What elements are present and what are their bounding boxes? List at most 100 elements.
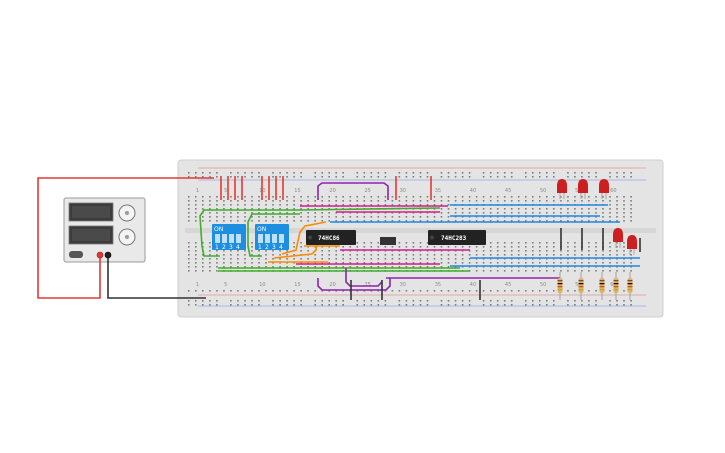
breadboard-hole[interactable] <box>412 172 415 174</box>
breadboard-hole[interactable] <box>482 262 485 264</box>
breadboard-hole[interactable] <box>454 172 457 174</box>
breadboard-hole[interactable] <box>588 172 590 174</box>
led-2[interactable] <box>578 179 588 199</box>
breadboard-hole[interactable] <box>405 216 408 218</box>
breadboard-hole[interactable] <box>209 212 211 214</box>
breadboard-hole[interactable] <box>609 200 611 202</box>
breadboard-hole[interactable] <box>412 242 415 244</box>
breadboard-hole[interactable] <box>595 242 597 244</box>
breadboard-hole[interactable] <box>188 262 190 264</box>
breadboard-hole[interactable] <box>279 196 281 198</box>
breadboard-hole[interactable] <box>349 246 352 248</box>
breadboard-hole[interactable] <box>489 270 492 272</box>
breadboard-hole[interactable] <box>307 216 309 218</box>
breadboard-hole[interactable] <box>237 208 239 210</box>
breadboard-hole[interactable] <box>202 208 204 210</box>
breadboard-hole[interactable] <box>335 304 337 306</box>
breadboard-hole[interactable] <box>398 246 401 248</box>
breadboard-hole[interactable] <box>286 258 288 260</box>
breadboard-hole[interactable] <box>314 290 316 292</box>
breadboard-hole[interactable] <box>525 246 527 248</box>
breadboard-hole[interactable] <box>468 300 471 302</box>
breadboard-hole[interactable] <box>230 304 232 306</box>
breadboard-hole[interactable] <box>412 204 415 206</box>
breadboard-hole[interactable] <box>574 172 576 174</box>
breadboard-hole[interactable] <box>258 204 260 206</box>
breadboard-hole[interactable] <box>188 172 190 174</box>
breadboard-hole[interactable] <box>314 204 316 206</box>
breadboard-hole[interactable] <box>251 204 253 206</box>
breadboard-hole[interactable] <box>398 242 401 244</box>
breadboard-hole[interactable] <box>426 242 429 244</box>
breadboard-hole[interactable] <box>244 266 246 268</box>
breadboard-hole[interactable] <box>426 304 429 306</box>
breadboard-hole[interactable] <box>517 220 520 222</box>
breadboard-hole[interactable] <box>560 250 562 252</box>
breadboard-hole[interactable] <box>560 212 562 214</box>
breadboard-hole[interactable] <box>475 262 478 264</box>
breadboard-hole[interactable] <box>216 290 218 292</box>
breadboard-hole[interactable] <box>489 254 492 256</box>
breadboard-hole[interactable] <box>314 258 316 260</box>
breadboard-hole[interactable] <box>553 176 555 178</box>
breadboard-hole[interactable] <box>412 262 415 264</box>
breadboard-hole[interactable] <box>314 266 316 268</box>
breadboard-hole[interactable] <box>475 200 478 202</box>
breadboard-hole[interactable] <box>293 216 295 218</box>
breadboard-hole[interactable] <box>609 220 611 222</box>
breadboard-hole[interactable] <box>539 220 541 222</box>
breadboard-hole[interactable] <box>363 200 366 202</box>
breadboard-hole[interactable] <box>370 172 373 174</box>
breadboard-hole[interactable] <box>237 254 239 256</box>
breadboard-hole[interactable] <box>293 266 295 268</box>
breadboard-hole[interactable] <box>609 304 611 306</box>
breadboard-hole[interactable] <box>223 254 225 256</box>
breadboard-hole[interactable] <box>202 196 204 198</box>
breadboard-hole[interactable] <box>602 270 604 272</box>
breadboard-hole[interactable] <box>602 262 604 264</box>
breadboard-hole[interactable] <box>258 290 260 292</box>
breadboard-hole[interactable] <box>335 196 337 198</box>
breadboard-hole[interactable] <box>349 266 352 268</box>
breadboard-hole[interactable] <box>209 172 211 174</box>
breadboard-hole[interactable] <box>209 246 211 248</box>
breadboard-hole[interactable] <box>335 204 337 206</box>
breadboard-hole[interactable] <box>300 266 302 268</box>
breadboard-hole[interactable] <box>419 254 422 256</box>
breadboard-hole[interactable] <box>581 172 583 174</box>
breadboard-hole[interactable] <box>209 176 211 178</box>
breadboard-hole[interactable] <box>496 220 499 222</box>
breadboard-hole[interactable] <box>237 266 239 268</box>
led-3[interactable] <box>599 179 609 199</box>
breadboard-hole[interactable] <box>510 290 513 292</box>
breadboard-hole[interactable] <box>517 250 520 252</box>
breadboard-hole[interactable] <box>475 250 478 252</box>
breadboard-hole[interactable] <box>496 176 499 178</box>
breadboard-hole[interactable] <box>237 172 239 174</box>
breadboard-hole[interactable] <box>574 290 576 292</box>
breadboard-hole[interactable] <box>363 220 366 222</box>
breadboard-hole[interactable] <box>517 290 520 292</box>
breadboard-hole[interactable] <box>595 300 597 302</box>
breadboard-hole[interactable] <box>419 304 422 306</box>
breadboard-hole[interactable] <box>532 246 534 248</box>
breadboard-hole[interactable] <box>468 220 471 222</box>
breadboard-hole[interactable] <box>272 258 274 260</box>
breadboard-hole[interactable] <box>412 304 415 306</box>
breadboard-hole[interactable] <box>188 246 190 248</box>
breadboard-hole[interactable] <box>251 212 253 214</box>
breadboard-hole[interactable] <box>433 258 436 260</box>
breadboard-hole[interactable] <box>377 220 380 222</box>
breadboard-hole[interactable] <box>426 196 429 198</box>
breadboard-hole[interactable] <box>405 246 408 248</box>
breadboard-hole[interactable] <box>503 208 506 210</box>
breadboard-hole[interactable] <box>532 212 534 214</box>
breadboard-hole[interactable] <box>433 266 436 268</box>
breadboard-hole[interactable] <box>405 196 408 198</box>
breadboard-hole[interactable] <box>223 220 225 222</box>
breadboard-hole[interactable] <box>482 300 485 302</box>
breadboard-hole[interactable] <box>412 300 415 302</box>
breadboard-hole[interactable] <box>447 254 450 256</box>
breadboard-hole[interactable] <box>356 172 359 174</box>
breadboard-hole[interactable] <box>510 200 513 202</box>
